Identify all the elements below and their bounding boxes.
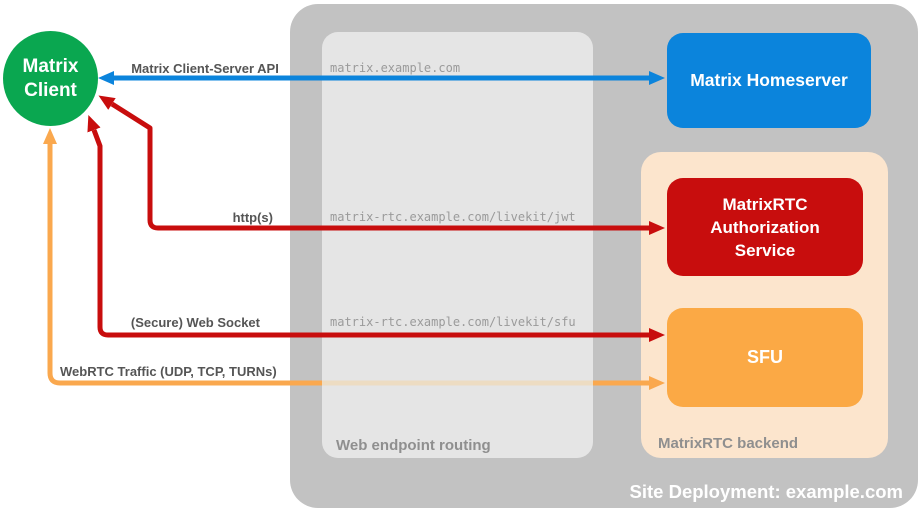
arrow-label-webrtc-traffic: WebRTC Traffic (UDP, TCP, TURNs) [60, 364, 277, 379]
matrix-client-label-line1: Matrix [22, 55, 79, 77]
matrixrtc-authorization-service-node: MatrixRTC Authorization Service [667, 178, 863, 276]
web-endpoint-routing-label: Web endpoint routing [336, 437, 491, 454]
sfu-node: SFU [667, 308, 863, 407]
arrow-label-secure-web-socket: (Secure) Web Socket [130, 315, 260, 330]
endpoint-matrix-example-com: matrix.example.com [330, 61, 461, 75]
matrix-homeserver-node: Matrix Homeserver [667, 33, 871, 128]
web-endpoint-routing-container [322, 32, 593, 458]
matrix-client-label-line2: Client [24, 79, 77, 101]
site-deployment-label: Site Deployment: example.com [629, 481, 903, 502]
matrix-client-node: Matrix Client [3, 31, 98, 126]
matrixrtc-backend-label: MatrixRTC backend [658, 435, 799, 452]
arrow-webrtc-traffic-start [43, 128, 322, 386]
arrow-label-https: http(s) [232, 210, 273, 225]
auth-label-line1: MatrixRTC [722, 194, 808, 214]
auth-service-label: MatrixRTC Authorization Service [710, 193, 820, 262]
auth-label-line3: Service [734, 240, 796, 260]
matrix-homeserver-label: Matrix Homeserver [690, 70, 848, 90]
endpoint-livekit-sfu: matrix-rtc.example.com/livekit/sfu [330, 315, 576, 329]
sfu-label: SFU [747, 347, 783, 367]
arrow-label-client-server-api: Matrix Client-Server API [131, 61, 279, 76]
endpoint-livekit-jwt: matrix-rtc.example.com/livekit/jwt [330, 210, 576, 224]
auth-label-line2: Authorization [710, 217, 820, 237]
